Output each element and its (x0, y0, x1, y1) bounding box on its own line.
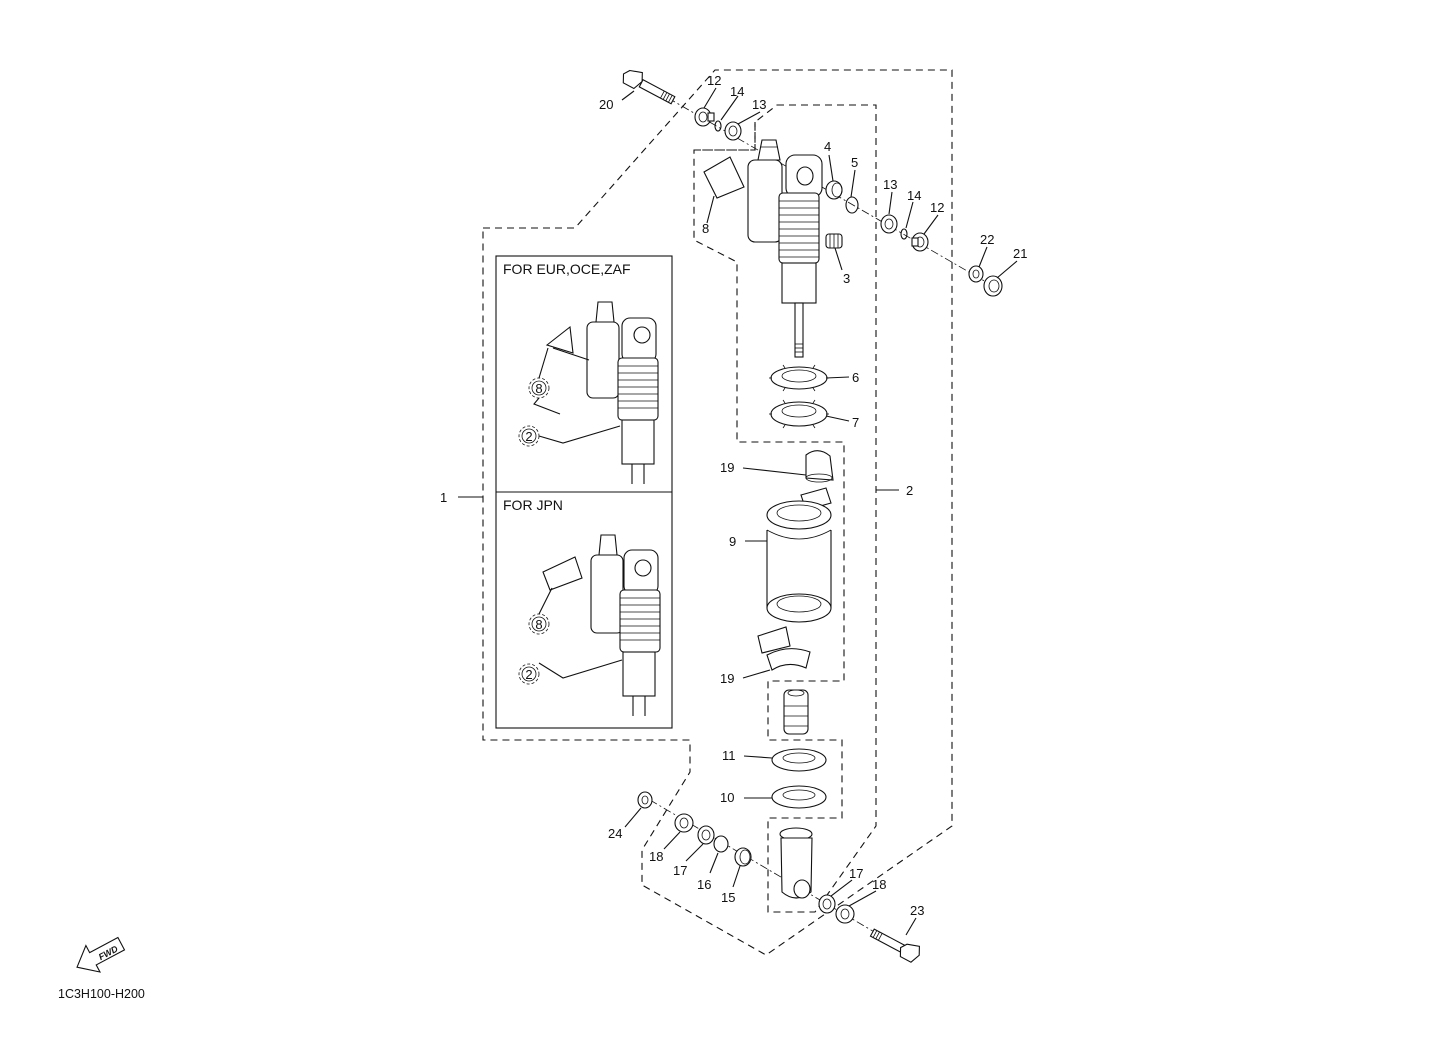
part-14-oring-right (900, 228, 908, 240)
shock-lower-body (781, 262, 817, 304)
inset-panel-group: FOR EUR,OCE,ZAF FOR JPN (495, 255, 673, 729)
diagram-code: 1C3H100-H200 (58, 987, 145, 1001)
part-9-spring (766, 500, 832, 623)
callout-11: 11 (722, 748, 736, 763)
fwd-arrow-icon: FWD (76, 936, 126, 973)
reservoir-cap-sketch (595, 301, 615, 323)
callout-17-right: 17 (849, 866, 863, 881)
part-17-bearing-right (818, 894, 836, 914)
top-eye-hole-sketch (633, 326, 651, 344)
top-eye-hole-sketch-jpn (634, 559, 652, 577)
callout-4: 4 (824, 139, 831, 154)
part-20-bolt (622, 69, 676, 105)
inset-shock-jpn (542, 534, 661, 716)
callout-24: 24 (608, 826, 622, 841)
part-8-label (703, 156, 745, 199)
callout-15: 15 (721, 890, 735, 905)
leader-lines (458, 87, 1018, 936)
warning-label-triangle (545, 325, 574, 354)
part-13-bearing-upper (724, 121, 742, 141)
part-21-nut (983, 275, 1003, 297)
callout-18-left: 18 (649, 849, 663, 864)
body-sketch (617, 357, 659, 421)
callout-2: 2 (906, 483, 913, 498)
body-sketch-jpn (619, 589, 661, 653)
callout-16: 16 (697, 877, 711, 892)
assembly-1-boundary (482, 69, 953, 956)
shock-absorber-main (703, 139, 823, 358)
part-14-oring-upper (714, 120, 722, 132)
bump-stop (783, 689, 809, 735)
callout-9: 9 (729, 534, 736, 549)
callout-22: 22 (980, 232, 994, 247)
callout-19-upper: 19 (720, 460, 734, 475)
lower-body-sketch-jpn (622, 651, 656, 697)
part-13-bearing-right (880, 214, 898, 234)
callout-3: 3 (843, 271, 850, 286)
inset-title-eur: FOR EUR,OCE,ZAF (503, 261, 631, 277)
callout-21: 21 (1013, 246, 1027, 261)
svg-text:2: 2 (525, 667, 532, 682)
reservoir-cap (757, 139, 781, 161)
callout-14-upper: 14 (730, 84, 744, 99)
callout-5: 5 (851, 155, 858, 170)
label-subgroup-boundary (694, 122, 756, 151)
part-12-collar-upper (694, 107, 715, 127)
part-10-seat-stopper (771, 785, 827, 809)
callout-1: 1 (440, 490, 447, 505)
callout-12-upper: 12 (707, 73, 721, 88)
part-24-nut (637, 791, 653, 809)
part-3-adjuster (825, 233, 843, 249)
inset-title-jpn: FOR JPN (503, 497, 563, 513)
svg-text:2: 2 (525, 429, 532, 444)
callout-7: 7 (852, 415, 859, 430)
part-7-lock-nut (769, 399, 829, 429)
part-4-bushing (825, 180, 843, 200)
inset-ref-2-eur: 2 (518, 425, 621, 447)
callout-13-right: 13 (883, 177, 897, 192)
inset-ref-8-jpn: 8 (528, 587, 553, 635)
reservoir-cap-sketch-jpn (598, 534, 618, 556)
inset-ref-8-eur: 8 (528, 347, 561, 415)
inset-ref-2-jpn: 2 (518, 659, 623, 685)
lower-clevis (779, 827, 813, 899)
callout-6: 6 (852, 370, 859, 385)
part-23-bolt (869, 928, 920, 963)
callout-18-right: 18 (872, 877, 886, 892)
part-16-spacer (713, 835, 729, 853)
piston-rod (794, 302, 804, 358)
callout-10: 10 (720, 790, 734, 805)
callout-17-left: 17 (673, 863, 687, 878)
part-18-washer-right (835, 904, 855, 924)
part-11-spring-seat (771, 748, 827, 772)
part-22-washer (968, 265, 984, 283)
reservoir-sketch-jpn (590, 554, 624, 634)
warning-label-rect (542, 556, 583, 591)
callout-numbers: 1 2 3 4 5 6 7 8 9 10 11 12 12 13 13 14 1… (440, 73, 1027, 918)
top-eye-hole (796, 166, 814, 186)
lower-body-sketch (621, 419, 655, 465)
assembly-boundaries (482, 69, 953, 956)
callout-12-right: 12 (930, 200, 944, 215)
part-5-circlip (845, 196, 859, 214)
part-12-collar-right (911, 232, 929, 252)
callout-8: 8 (702, 221, 709, 236)
part-6-lock-ring (769, 364, 829, 392)
svg-text:8: 8 (535, 381, 542, 396)
callout-20: 20 (599, 97, 613, 112)
reservoir (747, 159, 783, 243)
callout-19-lower: 19 (720, 671, 734, 686)
shock-body (778, 192, 820, 264)
svg-text:8: 8 (535, 617, 542, 632)
part-18-washer-left (674, 813, 694, 833)
callout-23: 23 (910, 903, 924, 918)
reservoir-sketch (586, 321, 620, 399)
callout-14-right: 14 (907, 188, 921, 203)
callout-13-upper: 13 (752, 97, 766, 112)
part-19-spring-guide-lower (757, 626, 811, 671)
part-15-bushing (734, 847, 752, 867)
inset-shock-eur (545, 301, 659, 484)
part-17-bearing-left (697, 825, 715, 845)
